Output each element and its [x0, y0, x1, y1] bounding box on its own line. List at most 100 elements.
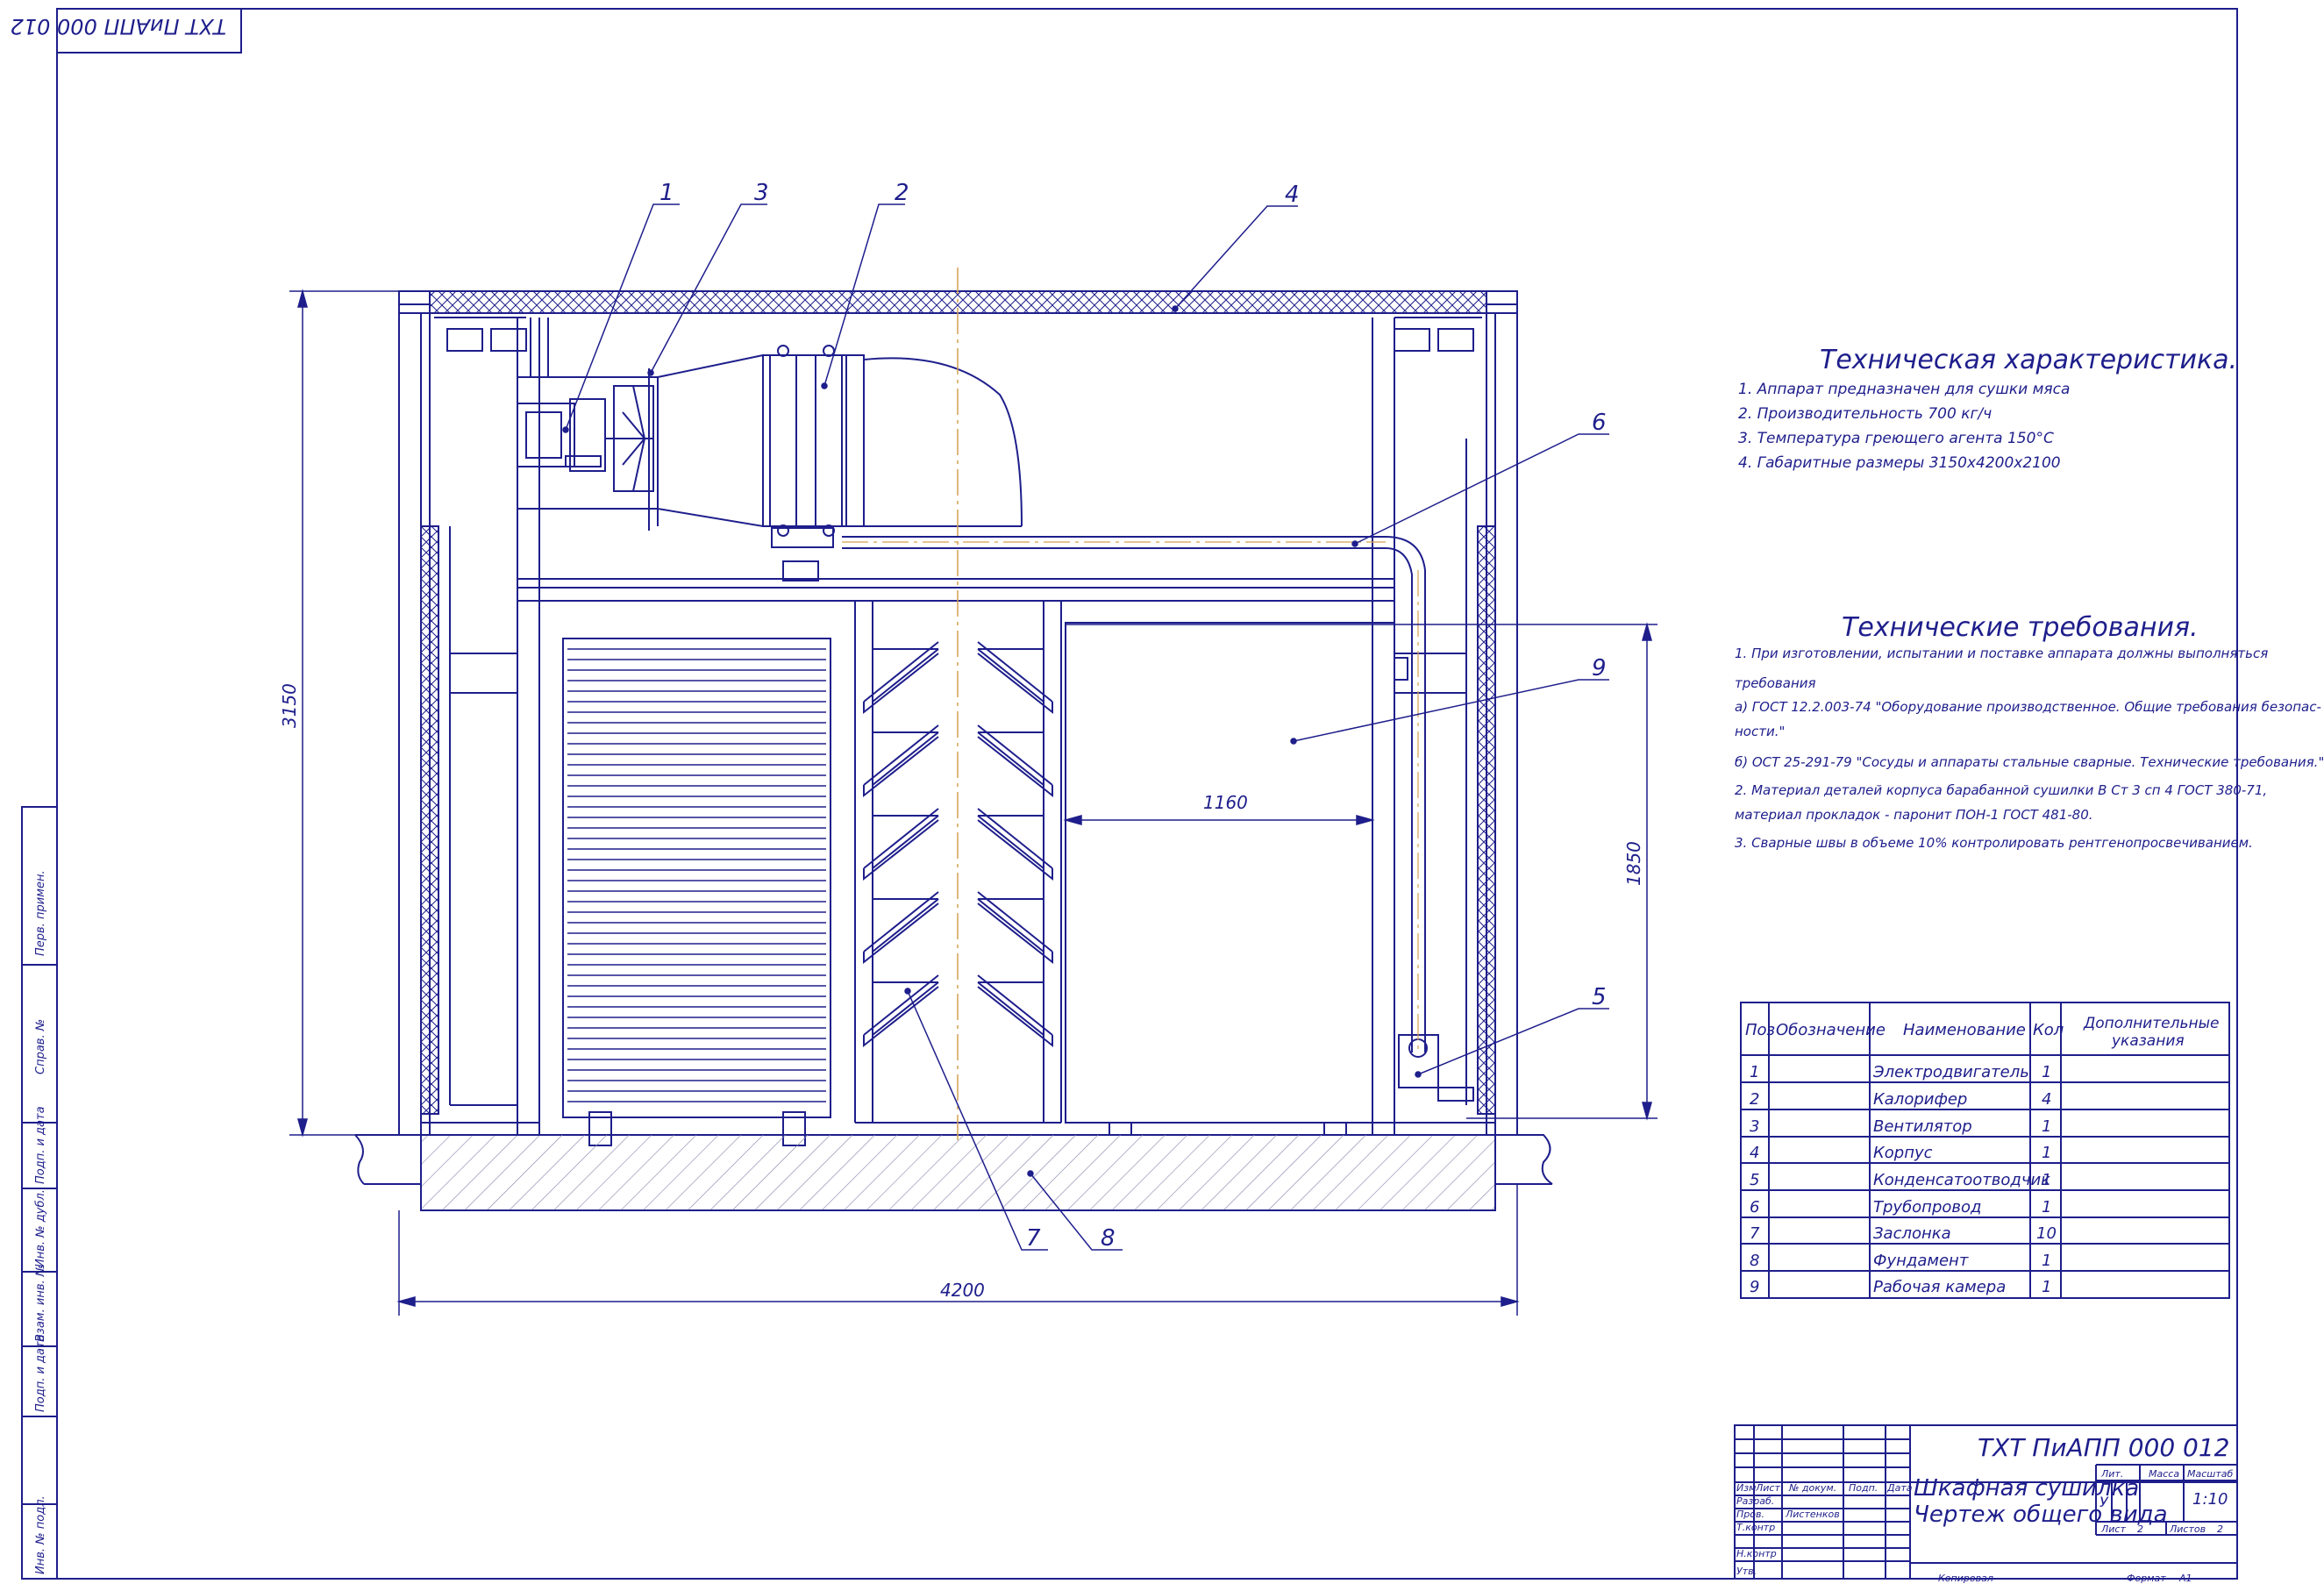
- svg-text:Изм: Изм: [1736, 1482, 1756, 1494]
- svg-text:Лит.: Лит.: [2100, 1468, 2123, 1480]
- svg-text:2: 2: [2137, 1523, 2143, 1535]
- title-block-grid: [1734, 1424, 2238, 1580]
- svg-text:4: 4: [1750, 1144, 1759, 1162]
- svg-text:Листенков: Листенков: [1785, 1509, 1840, 1520]
- callout-numbers: 1 2 3 4 5 6 7 8 9: [659, 180, 1607, 1252]
- svg-text:Рабочая камера: Рабочая камера: [1873, 1278, 2006, 1296]
- sheet-frame: [56, 8, 2238, 1580]
- motor-body: [517, 403, 575, 467]
- callout-7: 7: [1026, 1225, 1041, 1252]
- svg-text:Электродвигатель: Электродвигатель: [1872, 1063, 2029, 1081]
- svg-text:Справ. №: Справ. №: [34, 1019, 47, 1074]
- svg-text:Калорифер: Калорифер: [1873, 1090, 1967, 1109]
- tech-req-item: б) ОСТ 25-291-79 "Сосуды и аппараты стал…: [1735, 754, 2324, 770]
- tech-char-item: 4. Габаритные размеры 3150х4200х2100: [1738, 454, 2061, 472]
- svg-text:1: 1: [2042, 1198, 2051, 1216]
- svg-text:2: 2: [1750, 1090, 1759, 1109]
- svg-text:Масштаб: Масштаб: [2187, 1468, 2233, 1480]
- damper-row-1: [863, 641, 1053, 715]
- apparatus-drawing: [354, 290, 1553, 1211]
- title-block-text: ТХТ ПиАПП 000 012 Шкафная сушилка Чертеж…: [1736, 1433, 2233, 1584]
- diffuser: [657, 353, 764, 528]
- svg-text:Н.контр: Н.контр: [1736, 1548, 1777, 1559]
- svg-text:У: У: [2099, 1494, 2109, 1510]
- svg-text:1: 1: [2042, 1144, 2051, 1162]
- side-stamp-labels: Перв. примен. Справ. № Подп. и дата Инв.…: [34, 870, 47, 1574]
- svg-text:2: 2: [2217, 1523, 2223, 1535]
- svg-text:9: 9: [1750, 1278, 1759, 1296]
- top-code-box: [56, 8, 242, 54]
- svg-text:Лист: Лист: [2100, 1523, 2126, 1535]
- col-name: Наименование: [1903, 1021, 2026, 1039]
- svg-text:Трубопровод: Трубопровод: [1873, 1198, 1981, 1216]
- callout-2: 2: [895, 180, 909, 206]
- tech-req-item: 2. Материал деталей корпуса барабанной с…: [1735, 782, 2268, 798]
- dampers: [863, 641, 1053, 1048]
- dim-height: 3150: [279, 683, 300, 728]
- svg-text:Копировал: Копировал: [1938, 1573, 1993, 1584]
- svg-text:Утв.: Утв.: [1736, 1566, 1757, 1577]
- callout-9: 9: [1592, 655, 1607, 681]
- dimension-lines: [289, 289, 1657, 1316]
- svg-text:Взам. инв. №: Взам. инв. №: [34, 1265, 47, 1342]
- svg-text:Подп.: Подп.: [1849, 1482, 1878, 1494]
- svg-text:Формат: Формат: [2127, 1573, 2166, 1584]
- svg-text:1: 1: [2042, 1117, 2051, 1136]
- svg-text:6: 6: [1750, 1198, 1759, 1216]
- svg-text:Разраб.: Разраб.: [1736, 1495, 1774, 1507]
- svg-text:Подп. и дата: Подп. и дата: [34, 1106, 47, 1184]
- tech-req-item: ности.": [1735, 724, 1786, 739]
- dim-chamber-width: 1160: [1203, 792, 1248, 813]
- svg-text:Корпус: Корпус: [1873, 1144, 1933, 1162]
- louver-slat-lines: [567, 648, 826, 1102]
- callout-8: 8: [1101, 1225, 1116, 1252]
- svg-text:Листов: Листов: [2169, 1523, 2206, 1535]
- damper-row-2: [863, 724, 1053, 798]
- parts-table-text: Поз Обозначение Наименование Кол Дополни…: [1745, 1015, 2219, 1296]
- svg-text:указания: указания: [2111, 1032, 2185, 1050]
- title-name-2: Чертеж общего вида: [1914, 1502, 2168, 1528]
- tech-char-item: 1. Аппарат предназначен для сушки мяса: [1738, 381, 2071, 398]
- tech-char-item: 2. Производительность 700 кг/ч: [1738, 405, 1993, 423]
- svg-text:7: 7: [1750, 1224, 1760, 1243]
- heater-block: [762, 354, 865, 527]
- damper-row-3: [863, 808, 1053, 881]
- condensate-pipe: [842, 536, 1426, 1052]
- svg-text:Инв. № дубл.: Инв. № дубл.: [34, 1189, 47, 1267]
- damper-row-4: [863, 891, 1053, 965]
- title-code: ТХТ ПиАПП 000 012: [1978, 1433, 2230, 1462]
- svg-text:Масса: Масса: [2149, 1468, 2179, 1480]
- drawing-sheet: 1 2 3 4 5 6 7 8 9 3150 4200 1160 1850 ТХ…: [11, 8, 2324, 1584]
- callout-1: 1: [659, 180, 674, 206]
- svg-text:3: 3: [1750, 1117, 1759, 1136]
- dim-chamber-height: 1850: [1623, 841, 1644, 886]
- callout-3: 3: [754, 180, 769, 206]
- svg-text:Фундамент: Фундамент: [1873, 1252, 1969, 1270]
- foundation: [354, 1134, 1553, 1211]
- working-chamber: [1065, 622, 1373, 1124]
- duct-elbow: [863, 357, 1023, 527]
- col-designation: Обозначение: [1776, 1021, 1886, 1039]
- svg-text:Вентилятор: Вентилятор: [1873, 1117, 1972, 1136]
- svg-text:Заслонка: Заслонка: [1873, 1224, 1951, 1243]
- tech-req-title: Технические требования.: [1842, 612, 2199, 643]
- leader-lines: [562, 203, 1609, 1251]
- svg-text:Дата: Дата: [1886, 1482, 1913, 1494]
- callout-4: 4: [1285, 182, 1300, 208]
- svg-text:Подп. и дата: Подп. и дата: [34, 1334, 47, 1412]
- svg-text:4: 4: [2042, 1090, 2051, 1109]
- col-notes: Дополнительные: [2083, 1015, 2219, 1032]
- tech-char-item: 3. Температура греющего агента 150°С: [1738, 430, 2054, 447]
- dim-width: 4200: [940, 1280, 985, 1301]
- top-drawing-code: ТХТ ПиАПП 000 012: [11, 14, 226, 39]
- svg-text:1: 1: [1750, 1063, 1759, 1081]
- callout-6: 6: [1592, 410, 1607, 436]
- svg-text:№ докум.: № докум.: [1788, 1482, 1836, 1494]
- svg-text:1: 1: [2042, 1063, 2051, 1081]
- condensate-trap: [1398, 1034, 1439, 1088]
- svg-text:Перв. примен.: Перв. примен.: [34, 870, 47, 956]
- technical-drawing: 1 2 3 4 5 6 7 8 9 3150 4200 1160 1850 ТХ…: [11, 8, 2238, 1584]
- left-insulation: [420, 525, 439, 1115]
- tech-req-item: 1. При изготовлении, испытании и поставк…: [1735, 646, 2269, 661]
- col-pos: Поз: [1745, 1021, 1775, 1039]
